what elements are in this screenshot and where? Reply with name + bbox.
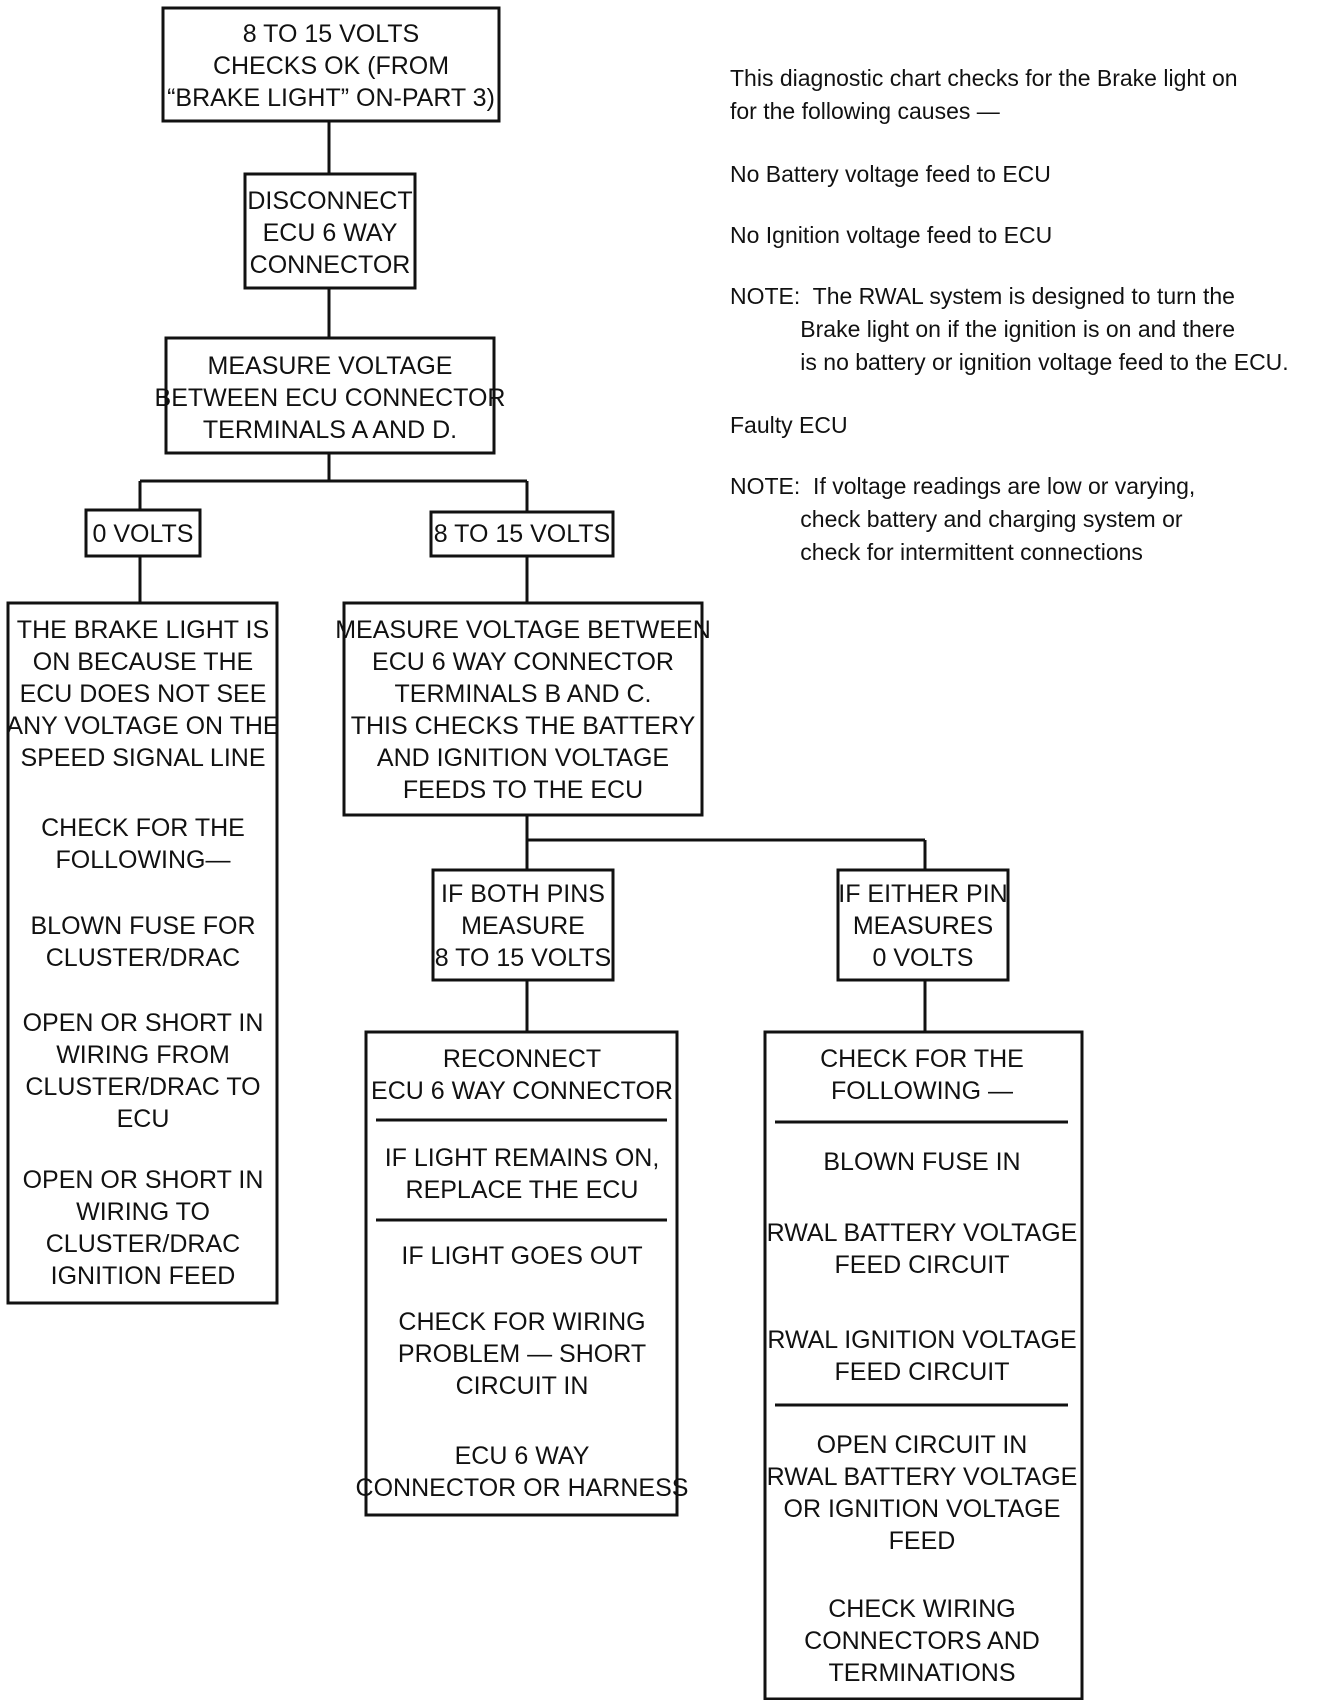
reconnect-if-light-remains: IF LIGHT REMAINS ON,REPLACE THE ECU [385, 1144, 660, 1204]
notes-cause-battery: No Battery voltage feed to ECU [730, 161, 1051, 187]
reconnect-box [364, 1030, 679, 1517]
notes-note-voltage: NOTE: If voltage readings are low or var… [730, 473, 1196, 565]
notes-cause-faulty-ecu: Faulty ECU [730, 412, 848, 438]
notes-intro: This diagnostic chart checks for the Bra… [730, 65, 1238, 124]
notes-note-rwal: NOTE: The RWAL system is designed to tur… [730, 283, 1289, 375]
connector-lines [138, 121, 927, 1032]
check-right-box [763, 1030, 1084, 1700]
notes-cause-ignition: No Ignition voltage feed to ECU [730, 222, 1053, 248]
measure-ad-box [164, 336, 496, 455]
reconnect-if-light-goes-out: IF LIGHT GOES OUT [401, 1242, 642, 1270]
zero-volts-box-text: 0 VOLTS [93, 520, 194, 548]
check-right-blown-fuse: BLOWN FUSE IN [823, 1148, 1020, 1176]
notes-panel: This diagnostic chart checks for the Bra… [730, 62, 1320, 599]
eight-fifteen-box [429, 510, 615, 558]
disconnect-box [243, 172, 417, 290]
start-box [161, 6, 501, 123]
brake-light-left-box [6, 601, 279, 1305]
measure-bc-box [342, 601, 704, 817]
eight-fifteen-box-text: 8 TO 15 VOLTS [434, 520, 610, 548]
both-pins-box [431, 868, 615, 982]
zero-volts-box [84, 508, 202, 558]
either-pin-box [836, 868, 1010, 982]
